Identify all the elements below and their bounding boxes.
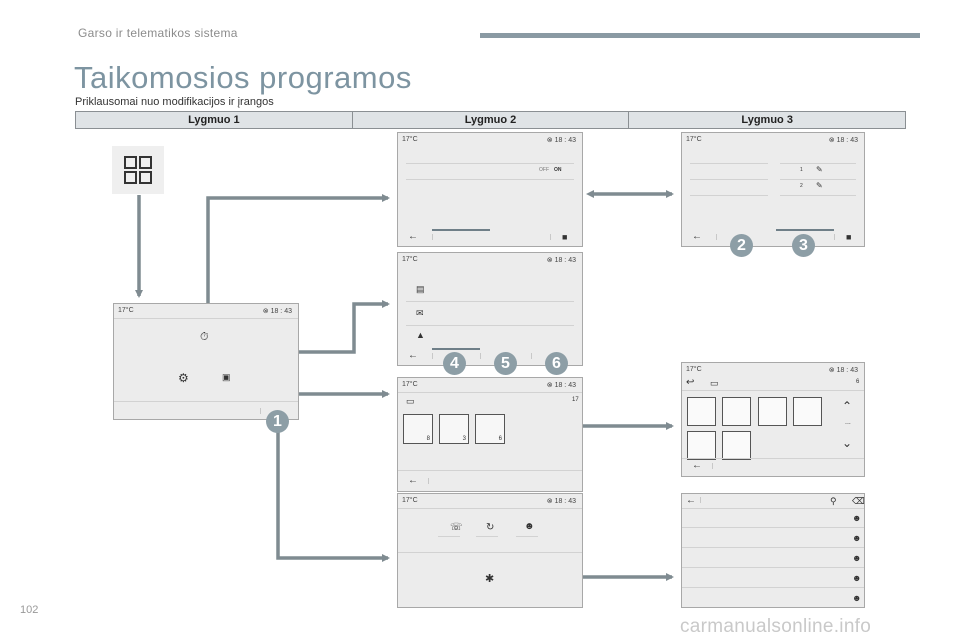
clock-label: ⊗ 18 : 43: [546, 137, 576, 144]
page-title: Taikomosios programos: [74, 60, 412, 95]
contact-icon[interactable]: ☻: [852, 513, 862, 523]
photo-thumbnail[interactable]: 3: [439, 414, 469, 444]
section-label: Garso ir telematikos sistema: [78, 26, 238, 40]
row-1-label: 1: [800, 167, 803, 173]
back-arrow-icon[interactable]: ←: [408, 475, 418, 486]
edit-pencil-icon[interactable]: ✎: [816, 181, 823, 190]
clock-label: ⊗ 18 : 43: [262, 308, 292, 315]
page-number: 102: [20, 604, 39, 616]
temperature-label: 17°C: [402, 136, 418, 143]
contact-icon[interactable]: ☻: [852, 573, 862, 583]
temperature-label: 17°C: [686, 366, 702, 373]
contact-icon[interactable]: ☻: [852, 553, 862, 563]
back-arrow-icon[interactable]: ←: [408, 231, 418, 242]
level-2-header: Lygmuo 2: [353, 112, 630, 128]
contact-icon[interactable]: ☻: [852, 533, 862, 543]
clock-label: ⊗ 18 : 43: [828, 137, 858, 144]
temperature-label: 17°C: [402, 381, 418, 388]
save-icon[interactable]: ■: [846, 232, 852, 242]
grid-cell-icon: [124, 171, 137, 184]
user-app-icon[interactable]: ☻: [524, 521, 535, 532]
gallery-tile[interactable]: [687, 431, 716, 460]
gallery-tile[interactable]: [793, 397, 822, 426]
folder-icon[interactable]: ▭: [406, 396, 415, 406]
callout-badge-4: 4: [443, 352, 466, 375]
back-arrow-icon[interactable]: ←: [408, 350, 418, 361]
screen-connect: 17°C ⊗ 18 : 43 ☏ ↻ ☻ ✱: [397, 493, 583, 608]
callout-badge-2: 2: [730, 234, 753, 257]
header-bar: [480, 33, 920, 38]
save-icon[interactable]: ■: [562, 232, 568, 242]
toggle-on-label[interactable]: ON: [554, 167, 562, 173]
navigation-app-icon[interactable]: ▲: [416, 330, 425, 340]
edit-pencil-icon[interactable]: ✎: [816, 165, 823, 174]
temperature-label: 17°C: [686, 136, 702, 143]
back-arrow-icon[interactable]: ←: [686, 495, 696, 506]
temperature-label: 17°C: [118, 307, 134, 314]
watermark: carmanualsonline.info: [680, 616, 872, 637]
gallery-tile[interactable]: [687, 397, 716, 426]
arrow-home-to-settings: [206, 194, 390, 335]
contact-icon[interactable]: ☻: [852, 593, 862, 603]
grid-cell-icon: [124, 156, 137, 169]
temperature-label: 17°C: [402, 497, 418, 504]
clock-label: ⊗ 18 : 43: [546, 382, 576, 389]
level-1-header: Lygmuo 1: [76, 112, 353, 128]
delete-icon[interactable]: ⌫: [852, 496, 865, 506]
screen-connected-apps: 17°C ⊗ 18 : 43 ▤ ✉ ▲ ←: [397, 252, 583, 366]
screen-settings: 17°C ⊗ 18 : 43 OFF ON ← ■: [397, 132, 583, 247]
row-2-label: 2: [800, 183, 803, 189]
screen-level3-edit: 17°C ⊗ 18 : 43 1 2 ✎ ✎ ← ■: [681, 132, 865, 247]
photo-thumbnail[interactable]: 8: [403, 414, 433, 444]
callout-badge-3: 3: [792, 234, 815, 257]
gallery-tile[interactable]: [722, 431, 751, 460]
chevron-down-icon[interactable]: ⌄: [842, 436, 853, 450]
screen-contacts-list: ← ⚲ ⌫ ☻ ☻ ☻ ☻ ☻: [681, 493, 865, 608]
connected-apps-icon[interactable]: ⚙: [178, 371, 189, 385]
callout-badge-6: 6: [545, 352, 568, 375]
screen-applications-home: 17°C ⊗ 18 : 43 ⏱ ⚙ ▣: [113, 303, 299, 420]
gallery-tile[interactable]: [758, 397, 787, 426]
photo-thumbnail[interactable]: 6: [475, 414, 505, 444]
clock-label: ⊗ 18 : 43: [546, 257, 576, 264]
gallery-page-count: 6: [856, 379, 860, 385]
toggle-off-label[interactable]: OFF: [539, 167, 549, 173]
callout-badge-1: 1: [266, 410, 289, 433]
photo-count: 17: [572, 397, 579, 403]
level-table: Lygmuo 1 Lygmuo 2 Lygmuo 3: [75, 111, 906, 129]
callout-badge-5: 5: [494, 352, 517, 375]
gallery-tile[interactable]: [722, 397, 751, 426]
clock-label: ⊗ 18 : 43: [546, 498, 576, 505]
return-arrow-icon[interactable]: ↩: [686, 377, 695, 388]
history-app-icon[interactable]: ⏱: [200, 331, 209, 343]
grid-cell-icon: [139, 171, 152, 184]
grid-cell-icon: [139, 156, 152, 169]
screen-photo-gallery: 17°C ⊗ 18 : 43 ↩ ▭ 6 ⌃ ... ⌄ ←: [681, 362, 865, 477]
document-app-icon[interactable]: ▤: [416, 284, 425, 294]
sync-app-icon[interactable]: ↻: [486, 522, 495, 533]
temperature-label: 17°C: [402, 256, 418, 263]
search-icon[interactable]: ⚲: [830, 496, 837, 506]
level-3-header: Lygmuo 3: [741, 114, 793, 126]
phone-app-icon[interactable]: ☏: [450, 522, 463, 533]
folder-icon[interactable]: ▭: [710, 378, 719, 388]
apps-grid-icon[interactable]: [112, 146, 164, 194]
arrow-home-to-connect: [276, 432, 390, 562]
photos-app-icon[interactable]: ▣: [222, 372, 231, 382]
gallery-ellipsis: ...: [845, 419, 851, 426]
chevron-up-icon[interactable]: ⌃: [842, 399, 853, 413]
bluetooth-icon[interactable]: ✱: [485, 573, 495, 585]
clock-label: ⊗ 18 : 43: [828, 367, 858, 374]
page-subtitle: Priklausomai nuo modifikacijos ir įrango…: [75, 96, 274, 108]
screen-photos: 17°C ⊗ 18 : 43 ▭ 17 8 3 6 ←: [397, 377, 583, 492]
back-arrow-icon[interactable]: ←: [692, 231, 702, 242]
back-arrow-icon[interactable]: ←: [692, 460, 702, 471]
message-app-icon[interactable]: ✉: [416, 308, 424, 318]
